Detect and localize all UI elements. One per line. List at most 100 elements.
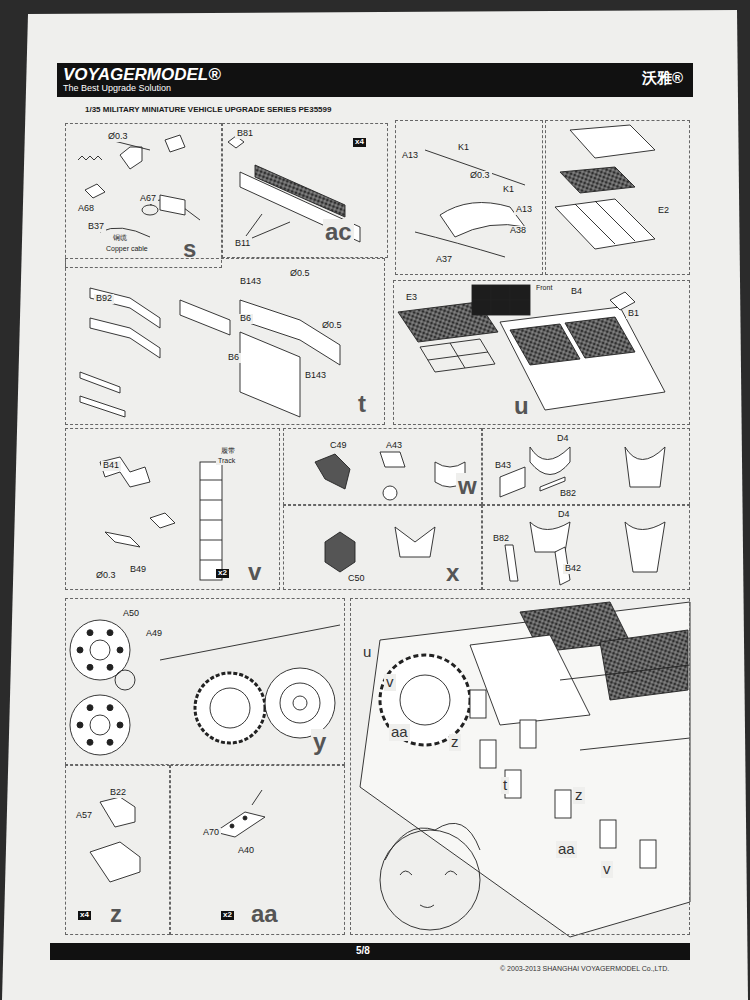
part-number: A67 [138,194,158,204]
bracket [640,840,656,868]
part-number: A68 [76,204,96,214]
series-title: 1/35 MILITARY MINIATURE VEHICLE UPGRADE … [85,106,331,115]
part-circle [383,486,397,500]
mesh-grille [600,630,688,700]
part-circle [280,683,320,723]
strip [415,232,505,257]
bolt-hole [117,647,123,653]
part-number: B6 [238,314,253,324]
step-letter: y [311,729,328,755]
part-number: A37 [434,255,454,265]
part-note: Front [534,284,554,292]
quantity-badge: x2 [221,911,234,920]
bolt-hole [107,630,113,636]
part-number: B49 [128,565,148,575]
step-letter: x [444,560,461,586]
copyright-note: © 2003-2013 SHANGHAI VOYAGERMODEL Co.,LT… [500,965,669,973]
part-number: Ø0.3 [468,171,492,181]
part-outline [90,842,140,882]
part-number: Ø0.3 [106,132,130,142]
spring [78,156,102,160]
part-number: B4 [569,287,584,297]
part-number: B82 [491,534,511,544]
part-note: Copper cable [104,245,150,253]
part-outline [315,454,350,489]
mesh-grille [560,167,635,193]
part-number: B6 [226,353,241,363]
sprocket [195,673,265,743]
part-number: K1 [456,143,471,153]
part-outline [240,332,300,417]
part-number: A57 [74,811,94,821]
quantity-badge: x2 [216,569,229,578]
bolt-hole [77,647,83,653]
step-panel: B41履带TrackØ0.3B49x2v [65,428,280,590]
part-outline [100,457,150,487]
part-circle [230,824,234,828]
hull-outline [360,602,690,937]
part-outline [150,513,175,528]
brand-logo-chinese: 沃雅® [642,70,683,87]
figure-head [380,830,480,930]
bolt-hole [87,705,93,711]
bolt-hole [87,630,93,636]
step-letter: v [246,559,263,585]
part-number: D4 [556,510,572,520]
part-number: B41 [101,461,121,471]
grid-frame [420,339,495,372]
title-band: VOYAGERMODEL®The Best Upgrade Solution沃雅… [57,63,693,97]
step-letter: t [356,391,368,417]
bolt-hole [87,664,93,670]
part-number: B81 [235,129,255,139]
callout-letter: v [601,861,613,878]
step-panel: A13K1Ø0.3K1A13A38A37 [395,120,543,275]
bracket [520,720,536,748]
title-band: 5/8 [50,943,690,960]
part-number: C49 [328,441,349,451]
part-number: A40 [236,846,256,856]
part-number: B43 [493,461,513,471]
rod [425,150,525,185]
bolt-hole [107,664,113,670]
part-outline [85,184,105,198]
part-note: Track [216,457,237,465]
part-number: A49 [144,629,164,639]
part-outline [80,372,120,393]
part-outline [625,522,665,572]
part-outline [500,467,525,497]
part-number: B143 [303,371,328,381]
part-outline [505,545,518,581]
track-strip [200,462,222,580]
part-number: A70 [201,828,221,838]
step-letter: u [512,393,531,419]
part-number: A13 [514,205,534,215]
cable-loop [142,205,158,215]
brand-slogan: The Best Upgrade Solution [63,84,171,94]
bracket [555,790,571,818]
part-note: 履带 [219,447,237,455]
part-drawings [70,125,690,937]
part-outline [120,147,142,169]
quantity-badge: x4 [353,138,366,147]
sprocket [380,655,470,745]
step-panel: Ø0.3A67A68B37铜缆Copper cables [65,123,222,268]
callout-letter: aa [389,724,410,741]
part-outline [90,318,160,358]
callout-letter: z [449,734,461,751]
part-number: A43 [384,441,404,451]
bracket [480,740,496,768]
part-outline [610,292,635,310]
part-outline [165,135,185,152]
part-outline [530,447,570,475]
part-number: B11 [233,239,252,249]
part-number: A50 [121,609,141,619]
part-circle [400,675,450,725]
part-number: Ø0.5 [320,321,344,331]
part-circle [90,640,110,660]
mesh-grille [255,165,345,217]
hull-line [160,625,340,660]
figure-line [385,823,480,907]
part-circle [70,695,130,755]
part-number: B82 [558,489,578,499]
